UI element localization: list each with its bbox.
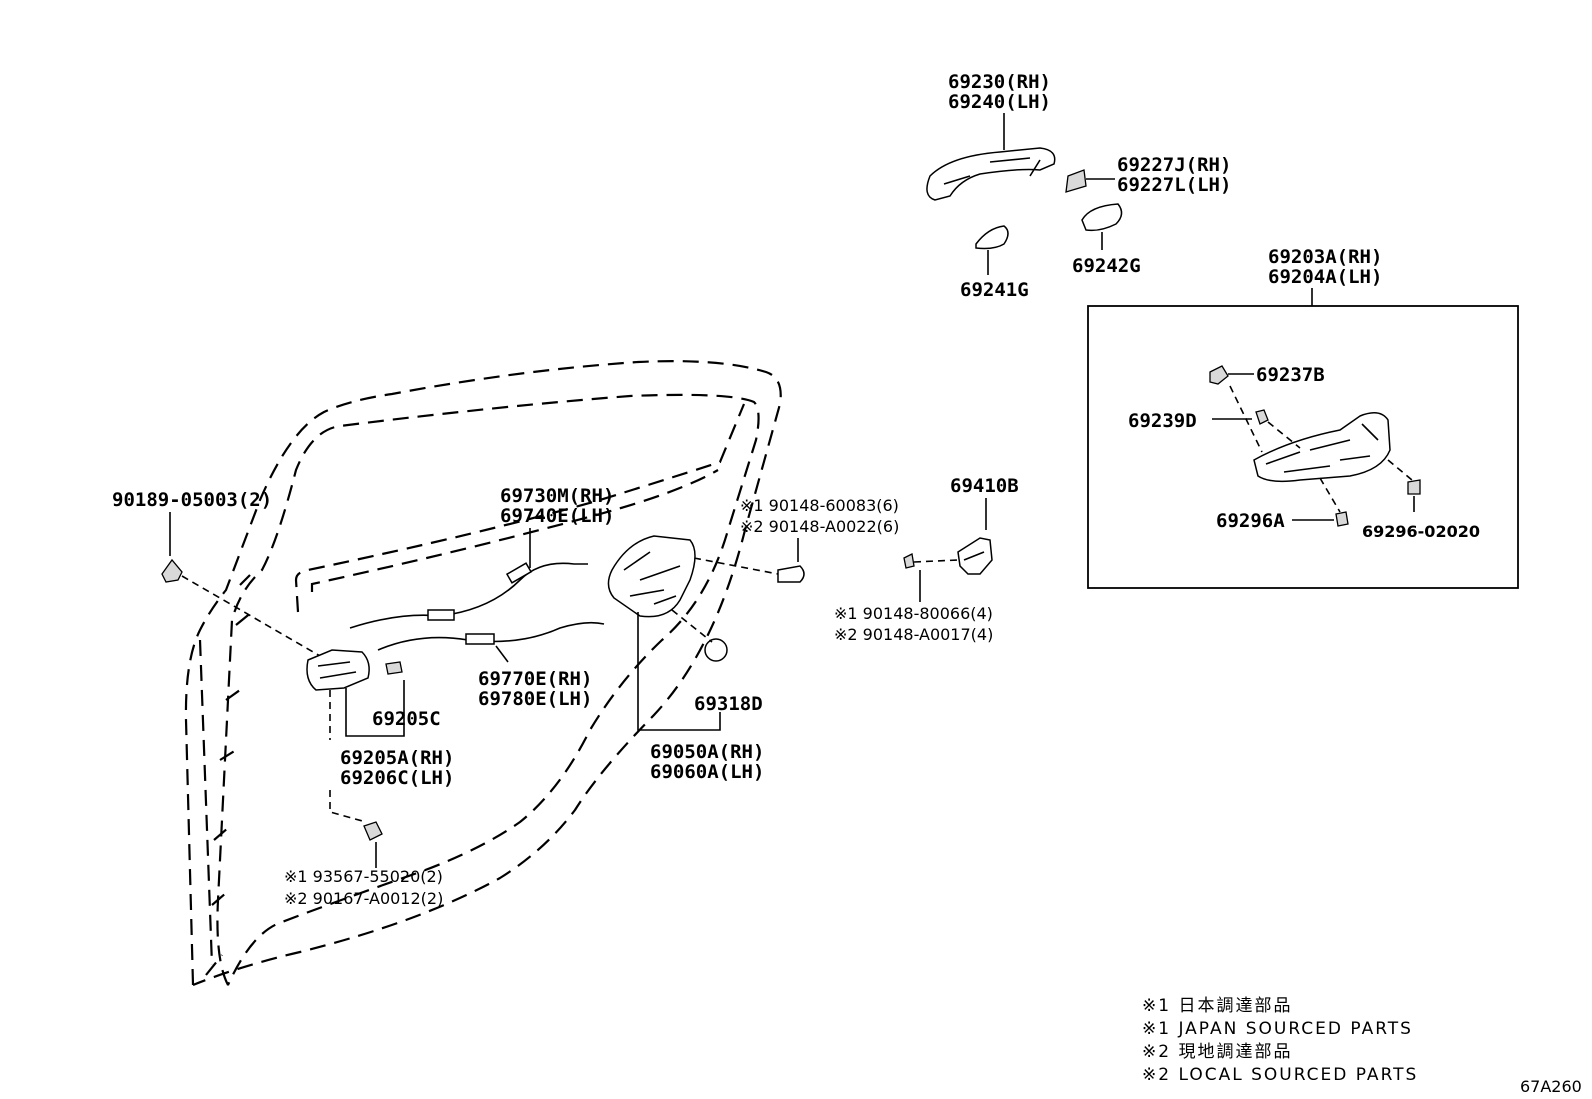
label-69227L: 69227L(LH) — [1117, 174, 1231, 196]
legend: ※1 日本調達部品 ※1 JAPAN SOURCED PARTS ※2 現地調達… — [1142, 996, 1418, 1085]
handle-frame-box: 69203A(RH) 69204A(LH) 69237B 69239D 6929… — [1087, 246, 1519, 589]
cable-group: 69730M(RH) 69740E(LH) 69770E(RH) 69780E(… — [349, 485, 614, 710]
legend-line-4: ※2 LOCAL SOURCED PARTS — [1142, 1065, 1418, 1085]
label-90148-A0022: ※2 90148-A0022(6) — [740, 517, 899, 536]
label-69740E: 69740E(LH) — [500, 505, 614, 527]
label-69227J: 69227J(RH) — [1117, 154, 1231, 176]
label-69237B: 69237B — [1256, 364, 1325, 386]
lock-screw — [777, 565, 805, 583]
label-69206C: 69206C(LH) — [340, 767, 454, 789]
label-69203A: 69203A(RH) — [1268, 246, 1382, 268]
label-69205C: 69205C — [372, 708, 441, 730]
label-93567-55020: ※1 93567-55020(2) — [284, 867, 443, 886]
label-69770E: 69770E(RH) — [478, 668, 592, 690]
handle-pad-front — [975, 225, 1009, 250]
label-69050A: 69050A(RH) — [650, 741, 764, 763]
label-69060A: 69060A(LH) — [650, 761, 764, 783]
lock-grommet — [704, 638, 728, 662]
label-69410B: 69410B — [950, 475, 1019, 497]
label-90167-A0012: ※2 90167-A0012(2) — [284, 889, 443, 908]
inside-handle-screw — [385, 661, 403, 675]
inside-handle — [306, 649, 370, 691]
door-outline — [184, 360, 782, 987]
label-69204A: 69204A(LH) — [1268, 266, 1382, 288]
legend-line-1: ※1 日本調達部品 — [1142, 996, 1292, 1016]
label-90148-60083: ※1 90148-60083(6) — [740, 496, 899, 515]
label-69205A: 69205A(RH) — [340, 747, 454, 769]
outside-handle-group: 69230(RH) 69240(LH) 69227J(RH) 69227L(LH… — [926, 71, 1231, 301]
label-90148-80066: ※1 90148-80066(4) — [834, 604, 993, 623]
lock-cable-lower — [377, 621, 605, 651]
outside-handle — [926, 147, 1056, 201]
label-69240: 69240(LH) — [948, 91, 1051, 113]
label-69241G: 69241G — [960, 279, 1029, 301]
frame-bolt-a — [1335, 511, 1349, 527]
frame-nut — [1255, 409, 1269, 425]
inside-handle-group: 90189-05003(2) 69205C 69205A(RH) 69206C(… — [112, 489, 454, 908]
lock-cable-upper — [349, 562, 588, 629]
label-69230: 69230(RH) — [948, 71, 1051, 93]
legend-line-3: ※2 現地調達部品 — [1142, 1042, 1292, 1062]
label-90148-A0017: ※2 90148-A0017(4) — [834, 625, 993, 644]
legend-line-2: ※1 JAPAN SOURCED PARTS — [1142, 1019, 1413, 1039]
door-lock-group: ※1 90148-60083(6) ※2 90148-A0022(6) 6931… — [607, 496, 899, 783]
label-69239D: 69239D — [1128, 410, 1197, 432]
frame-clip — [1209, 365, 1229, 385]
label-69296A: 69296A — [1216, 510, 1285, 532]
striker-screw — [903, 553, 915, 569]
label-69318D: 69318D — [694, 693, 763, 715]
label-69242G: 69242G — [1072, 255, 1141, 277]
frame-bolt-b — [1407, 479, 1421, 495]
striker-group: 69410B ※1 90148-80066(4) ※2 90148-A0017(… — [834, 475, 1019, 644]
diagram-code: 67A260 — [1520, 1077, 1582, 1096]
label-69296-02020: 69296-02020 — [1362, 522, 1480, 541]
handle-pad-rear — [1081, 203, 1123, 232]
label-69780E: 69780E(LH) — [478, 688, 592, 710]
label-90189-05003: 90189-05003(2) — [112, 489, 272, 511]
handle-clip — [161, 558, 183, 583]
label-69730M: 69730M(RH) — [500, 485, 614, 507]
handle-cap — [1065, 169, 1087, 193]
trim-bolt — [363, 821, 383, 841]
